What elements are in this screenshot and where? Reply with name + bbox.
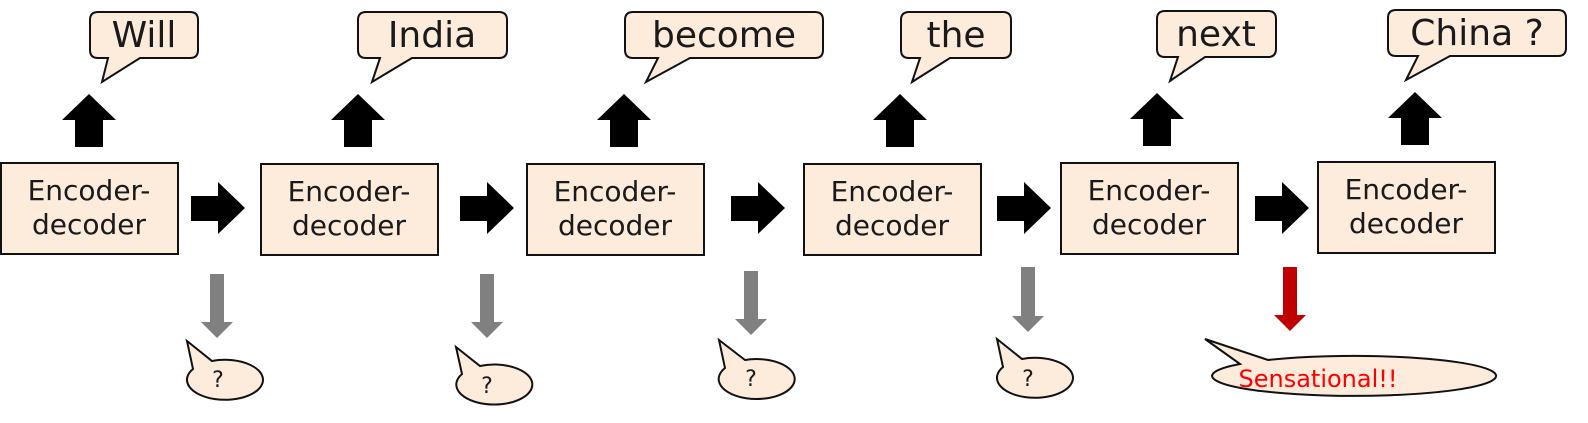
word-bubble-1: [89, 11, 199, 85]
encoder-decoder-box-5: [1060, 162, 1239, 255]
encoder-decoder-box-4: [803, 163, 982, 256]
step-1: Will Encoder- decoder ?: [0, 11, 264, 401]
step-4: the Encoder- decoder ?: [803, 11, 1074, 399]
word-next: next: [1176, 14, 1256, 55]
right-arrow-1: [191, 182, 245, 234]
step-2: India Encoder- decoder ?: [260, 11, 534, 406]
up-arrow-6: [1388, 92, 1442, 145]
sensational-label: Sensational!!: [1238, 365, 1397, 393]
box-4-line1: Encoder-: [831, 175, 954, 208]
box-4-line2: decoder: [835, 209, 950, 242]
step-6: China ? Encoder- decoder: [1317, 9, 1567, 254]
right-arrow-5: [1255, 182, 1309, 234]
up-arrow-1: [62, 94, 116, 147]
word-bubble-6: [1387, 9, 1567, 83]
encoder-decoder-box-2: [260, 163, 439, 256]
box-5-line1: Encoder-: [1088, 174, 1211, 207]
word-india: India: [388, 15, 476, 56]
down-arrow-3: [735, 271, 767, 335]
box-3-line2: decoder: [558, 209, 673, 242]
box-6-line2: decoder: [1349, 207, 1464, 240]
question-mark-1: ?: [212, 368, 224, 393]
step-5: next Encoder- decoder Sensational!!: [1060, 10, 1498, 397]
up-arrow-5: [1130, 93, 1184, 146]
box-1-line2: decoder: [32, 208, 147, 241]
box-6-line1: Encoder-: [1345, 173, 1468, 206]
question-mark-4: ?: [1022, 367, 1034, 392]
down-arrow-2: [471, 274, 503, 338]
up-arrow-2: [331, 94, 385, 147]
box-5-line2: decoder: [1092, 208, 1207, 241]
question-mark-2: ?: [481, 374, 493, 399]
down-arrow-red: [1274, 267, 1306, 331]
word-bubble-5: [1156, 10, 1277, 84]
up-arrow-3: [597, 94, 651, 147]
box-2-line1: Encoder-: [288, 175, 411, 208]
right-arrow-4: [997, 182, 1051, 234]
word-become: become: [652, 15, 796, 56]
down-arrow-1: [201, 274, 233, 338]
encoder-decoder-box-1: [0, 162, 179, 255]
encoder-decoder-box-6: [1317, 161, 1496, 254]
right-arrow-2: [460, 182, 514, 234]
step-3: become Encoder- decoder ?: [526, 11, 824, 401]
word-bubble-4: [900, 11, 1012, 85]
word-the: the: [926, 15, 985, 56]
word-china: China ?: [1410, 13, 1543, 54]
down-arrow-4: [1012, 267, 1044, 332]
up-arrow-4: [873, 94, 927, 147]
question-bubble-3: [717, 337, 796, 401]
word-bubble-2: [357, 11, 508, 85]
question-mark-3: ?: [745, 367, 757, 392]
question-bubble-4: [995, 336, 1074, 399]
question-bubble-1: [185, 338, 264, 401]
word-will: Will: [112, 15, 177, 56]
question-bubble-2: [454, 344, 534, 406]
encoder-decoder-box-3: [526, 163, 705, 256]
box-1-line1: Encoder-: [28, 174, 151, 207]
word-bubble-3: [624, 11, 824, 85]
box-3-line1: Encoder-: [554, 175, 677, 208]
right-arrow-3: [731, 182, 785, 234]
sensational-bubble: [1204, 338, 1498, 397]
box-2-line2: decoder: [292, 209, 407, 242]
